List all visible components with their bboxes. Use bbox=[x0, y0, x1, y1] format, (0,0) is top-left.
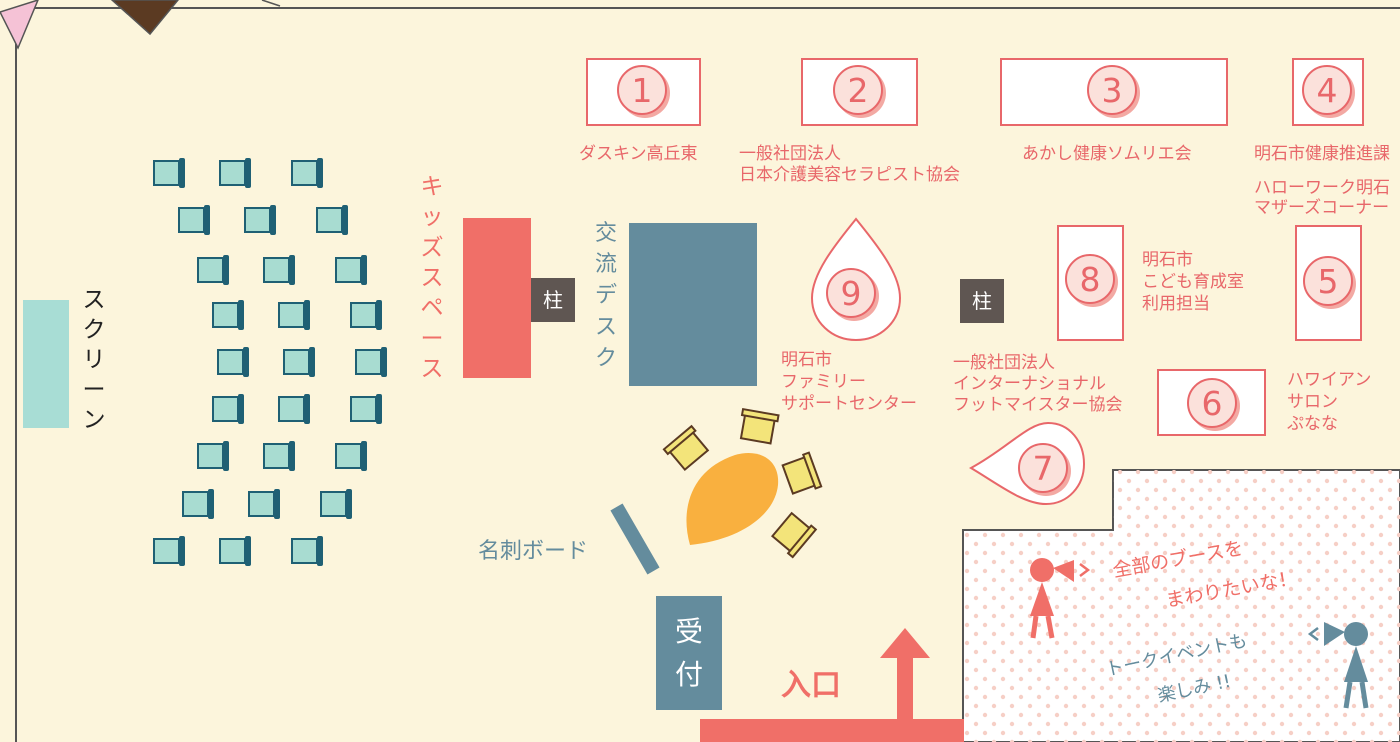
audience-chair bbox=[355, 347, 387, 377]
entrance-mat bbox=[700, 719, 964, 742]
booth-number-5: 5 bbox=[1303, 256, 1353, 306]
booth-9-name-line2: ファミリー bbox=[781, 372, 866, 392]
booth-number-1: 1 bbox=[617, 65, 667, 115]
audience-chair bbox=[283, 347, 315, 377]
lounge-chair bbox=[770, 511, 818, 559]
booth-2-name-line2: 日本介護美容セラピスト協会 bbox=[739, 165, 960, 185]
audience-chair bbox=[263, 255, 295, 285]
audience-chair bbox=[197, 255, 229, 285]
audience-chair bbox=[178, 205, 210, 235]
booth-5-name-line3: ぷなな bbox=[1287, 414, 1338, 434]
lounge-chair bbox=[662, 424, 710, 472]
audience-chair bbox=[244, 205, 276, 235]
exchange-desk bbox=[629, 223, 757, 386]
booth-5-name-line1: ハワイアン bbox=[1287, 370, 1372, 390]
booth-8-name-line3: 利用担当 bbox=[1142, 294, 1210, 314]
booth-9-name-line1: 明石市 bbox=[781, 350, 832, 370]
lounge-chair bbox=[739, 407, 780, 445]
booth-1-name: ダスキン高丘東 bbox=[579, 144, 698, 164]
flag-pink bbox=[0, 0, 39, 50]
audience-chair bbox=[219, 536, 251, 566]
audience-chair bbox=[248, 489, 280, 519]
booth-number-8: 8 bbox=[1065, 254, 1115, 304]
booth-3-name: あかし健康ソムリエ会 bbox=[1022, 144, 1192, 164]
audience-chair bbox=[197, 441, 229, 471]
booth-number-6: 6 bbox=[1187, 378, 1237, 428]
pillar-center: 柱 bbox=[960, 279, 1004, 323]
audience-chair bbox=[217, 347, 249, 377]
audience-seating bbox=[0, 0, 1, 1]
booth-7-name-line3: フットマイスター協会 bbox=[953, 395, 1123, 415]
audience-chair bbox=[212, 394, 244, 424]
entrance-arrow bbox=[880, 628, 930, 720]
screen bbox=[23, 300, 69, 428]
booth-4-name2-line1: ハローワーク明石 bbox=[1254, 178, 1390, 198]
booth-number-7: 7 bbox=[1018, 443, 1068, 493]
booth-8-name-line1: 明石市 bbox=[1142, 250, 1193, 270]
kids-space bbox=[463, 218, 531, 378]
audience-chair bbox=[153, 158, 185, 188]
person-right-icon bbox=[1307, 622, 1369, 709]
audience-chair bbox=[291, 536, 323, 566]
audience-chair bbox=[335, 255, 367, 285]
business-card-board-label: 名刺ボード bbox=[478, 539, 589, 564]
audience-chair bbox=[335, 441, 367, 471]
lounge-chair bbox=[781, 451, 823, 495]
audience-chair bbox=[153, 536, 185, 566]
exchange-desk-label: 交 流 デ ス ク bbox=[594, 221, 617, 371]
booth-4-name2-line2: マザーズコーナー bbox=[1254, 198, 1390, 218]
kids-space-label: キ ッ ズ ス ペ ー ス bbox=[420, 174, 444, 383]
audience-chair bbox=[182, 489, 214, 519]
audience-chair bbox=[350, 300, 382, 330]
booth-number-3: 3 bbox=[1087, 65, 1137, 115]
booth-9-name-line3: サポートセンター bbox=[781, 394, 917, 414]
booth-number-4: 4 bbox=[1302, 65, 1352, 115]
flag-brown bbox=[110, 0, 179, 36]
lounge-area bbox=[662, 407, 823, 559]
pillar-left: 柱 bbox=[531, 278, 575, 322]
audience-chair bbox=[278, 300, 310, 330]
audience-chair bbox=[291, 158, 323, 188]
audience-chair bbox=[316, 205, 348, 235]
booth-5-name-line2: サロン bbox=[1287, 392, 1338, 412]
booth-7-name-line1: 一般社団法人 bbox=[953, 353, 1055, 373]
audience-chair bbox=[278, 394, 310, 424]
reception: 受 付 bbox=[656, 596, 722, 710]
booth-8-name-line2: こども育成室 bbox=[1142, 272, 1244, 292]
audience-chair bbox=[219, 158, 251, 188]
entrance-label: 入口 bbox=[781, 668, 841, 703]
booth-7-name-line2: インターナショナル bbox=[953, 374, 1106, 394]
audience-chair bbox=[350, 394, 382, 424]
person-left-icon bbox=[1030, 558, 1091, 639]
booth-number-2: 2 bbox=[833, 65, 883, 115]
lounge-table bbox=[686, 453, 779, 545]
audience-chair bbox=[320, 489, 352, 519]
screen-label: ス ク リ ー ン bbox=[82, 287, 106, 433]
audience-chair bbox=[263, 441, 295, 471]
booth-2-name-line1: 一般社団法人 bbox=[739, 144, 841, 164]
booth-4-name: 明石市健康推進課 bbox=[1254, 144, 1390, 164]
booth-number-9: 9 bbox=[826, 268, 876, 318]
audience-chair bbox=[212, 300, 244, 330]
